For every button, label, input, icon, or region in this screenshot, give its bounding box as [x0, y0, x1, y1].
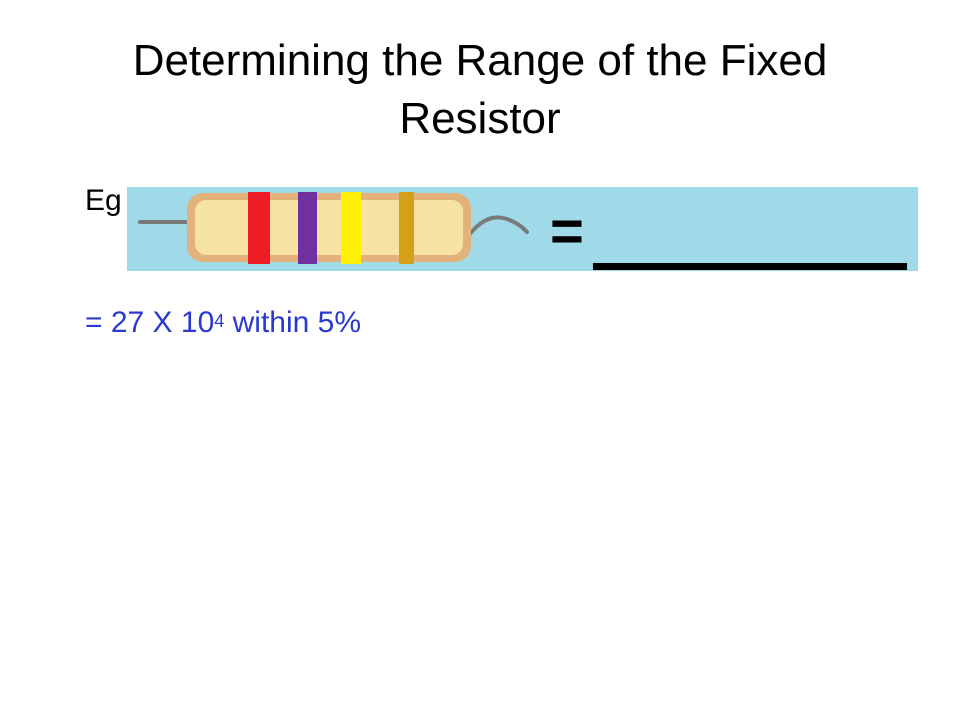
result-suffix: within 5% — [224, 306, 362, 339]
equals-sign: = — [550, 199, 584, 264]
slide-title: Determining the Range of the Fixed Resis… — [60, 32, 900, 148]
right-lead-wire — [467, 215, 529, 237]
title-line-2: Resistor — [399, 94, 561, 143]
example-label: Eg — [85, 184, 122, 217]
resistor-body — [195, 200, 463, 255]
band-3-yellow — [341, 192, 361, 264]
band-1-red — [248, 192, 270, 264]
title-line-1: Determining the Range of the Fixed — [132, 36, 828, 85]
band-2-violet — [298, 192, 317, 264]
band-4-gold — [399, 192, 414, 264]
result-line: = 27 X 104 within 5% — [85, 303, 361, 343]
resistor-figure: = — [127, 187, 918, 271]
answer-blank-line — [593, 263, 907, 270]
result-prefix: = 27 X 10 — [85, 306, 215, 339]
result-exponent: 4 — [214, 311, 225, 331]
